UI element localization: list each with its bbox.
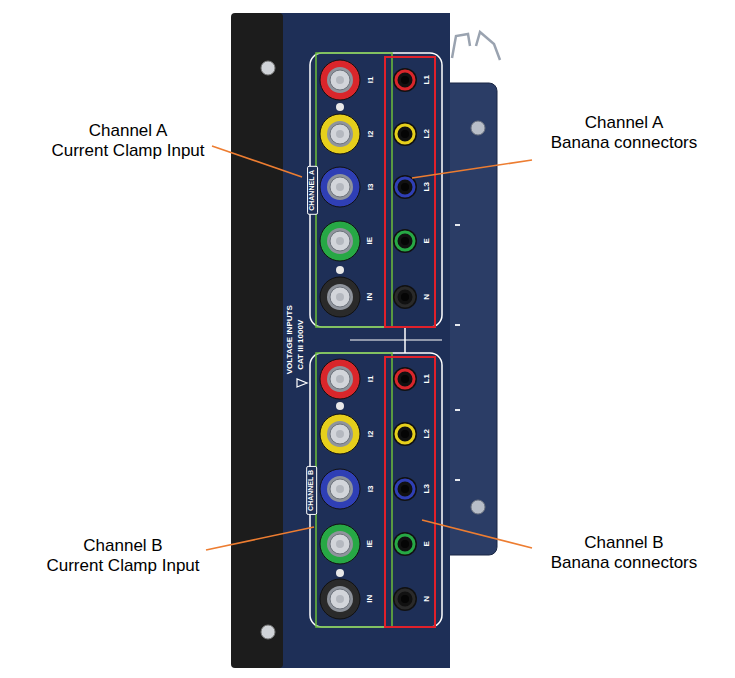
pin-name: I2 (365, 131, 375, 138)
banana-socket (393, 587, 417, 611)
key-dot (336, 266, 344, 274)
hook (452, 32, 500, 60)
bracket-ticks (455, 225, 460, 480)
banana-socket (393, 422, 417, 446)
side-bar (231, 13, 283, 668)
clamp-socket (320, 524, 360, 564)
clamp-socket (320, 167, 360, 207)
screw (471, 121, 485, 135)
divider-line (350, 340, 442, 341)
panel-marking: VOLTAGE INPUTS (285, 305, 295, 374)
pin-name: L1 (422, 374, 432, 383)
banana-socket (393, 175, 417, 199)
pin-name: I2 (365, 431, 375, 438)
channel-tag: CHANNEL A (307, 166, 318, 215)
pin-name: IE (365, 540, 375, 548)
connectors (320, 60, 417, 619)
clamp-socket (320, 579, 360, 619)
pin-name: L1 (422, 75, 432, 84)
clamp-socket (320, 359, 360, 399)
pin-name: IN (365, 293, 375, 301)
clamp-socket (320, 221, 360, 261)
channel-name: CHANNEL B (308, 469, 317, 510)
channel-name: CHANNEL A (308, 170, 317, 211)
banana-socket (393, 367, 417, 391)
pin-name: I3 (365, 486, 375, 493)
pin-name: I1 (365, 376, 375, 383)
banana-socket (393, 285, 417, 309)
warning-symbol (297, 379, 307, 387)
pin-name: I1 (365, 77, 375, 84)
pin-name: E (422, 541, 432, 546)
banana-socket (393, 122, 417, 146)
pin-name: IE (365, 237, 375, 245)
banana-socket (393, 229, 417, 253)
banana-group (385, 357, 435, 627)
clamp-group (316, 353, 392, 627)
front-panel (270, 13, 450, 668)
pin-name: L3 (422, 484, 432, 493)
clamp-socket (320, 414, 360, 454)
pin-name: L2 (422, 129, 432, 138)
pin-name: L3 (422, 182, 432, 191)
channel-outline (310, 53, 442, 327)
callout-text: Channel A Banana connectors (551, 113, 698, 154)
pin-name: IN (365, 595, 375, 603)
callout-text: Channel B Banana connectors (551, 533, 698, 574)
clamp-socket (320, 469, 360, 509)
key-dot (336, 103, 344, 111)
screw (471, 500, 485, 514)
banana-socket (393, 532, 417, 556)
channel-outline (310, 353, 442, 627)
key-dot (336, 569, 344, 577)
banana-socket (393, 68, 417, 92)
clamp-group (316, 53, 392, 327)
callout-text: Channel B Current Clamp Input (46, 536, 199, 577)
banana-socket (393, 477, 417, 501)
screw (261, 61, 275, 75)
channel-tag: CHANNEL B (307, 465, 318, 514)
banana-group (385, 57, 435, 327)
pin-name: L2 (422, 429, 432, 438)
key-dot (336, 402, 344, 410)
callout-text: Channel A Current Clamp Input (51, 121, 204, 162)
rating-marking: CAT III 1000V (296, 320, 306, 370)
pin-name: E (422, 238, 432, 243)
leader-lines (206, 146, 532, 550)
screw (261, 625, 275, 639)
pin-name: N (422, 294, 432, 300)
clamp-socket (320, 114, 360, 154)
clamp-socket (320, 277, 360, 317)
pin-name: I3 (365, 184, 375, 191)
pin-name: N (422, 596, 432, 602)
clamp-socket (320, 60, 360, 100)
